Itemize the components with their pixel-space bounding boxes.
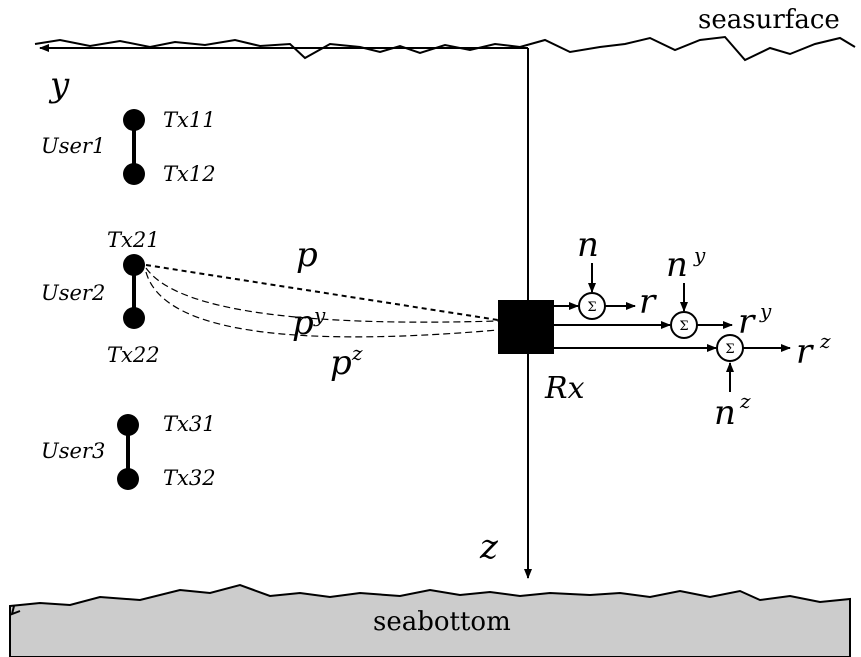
tx21-node	[123, 254, 145, 276]
output-r-label: r	[639, 282, 657, 322]
sea-surface-label: seasurface	[698, 5, 840, 35]
noise-n-label: n	[577, 225, 599, 265]
path-p-z-sup: z	[351, 341, 363, 365]
sea-bottom-area	[9, 583, 851, 657]
y-axis-label: y	[48, 65, 70, 105]
output-ry-label: r	[738, 302, 756, 342]
user3-group: Tx31 Tx32 User3	[41, 412, 216, 490]
tx31-label: Tx31	[163, 412, 216, 436]
path-p-y-sup: y	[313, 303, 326, 327]
summer-1-symbol: Σ	[587, 300, 596, 315]
noise-ny-label: n	[666, 245, 688, 285]
path-p-y-label: p	[292, 303, 314, 343]
receiver-label: Rx	[544, 371, 585, 406]
user1-group: Tx11 Tx12 User1	[41, 108, 216, 186]
tx32-label: Tx32	[163, 466, 216, 490]
tx22-node	[123, 307, 145, 329]
tx11-node	[123, 109, 145, 131]
user2-group: Tx21 Tx22 User2	[41, 228, 160, 367]
tx12-label: Tx12	[163, 162, 216, 186]
path-p-y	[145, 267, 499, 323]
tx32-node	[117, 468, 139, 490]
output-ry-sup: y	[759, 299, 772, 323]
tx12-node	[123, 163, 145, 185]
path-p-label: p	[296, 235, 318, 275]
noise-nz-label: n	[714, 393, 736, 433]
receiver-box	[498, 300, 554, 354]
summer-2-symbol: Σ	[679, 319, 688, 334]
output-rz-label: r	[796, 332, 814, 372]
z-axis-label: z	[479, 527, 499, 567]
tx11-label: Tx11	[163, 108, 216, 132]
output-rz-sup: z	[819, 329, 831, 353]
noise-nz-sup: z	[739, 389, 751, 413]
tx21-label: Tx21	[107, 228, 160, 252]
tx31-node	[117, 414, 139, 436]
summer-3-symbol: Σ	[725, 342, 734, 357]
noise-ny-sup: y	[693, 243, 706, 267]
user2-label: User2	[41, 281, 105, 305]
user1-label: User1	[41, 134, 105, 158]
sea-bottom-hook	[10, 605, 21, 616]
sea-bottom-label: seabottom	[373, 607, 511, 637]
tx22-label: Tx22	[107, 343, 160, 367]
path-p-z	[145, 271, 499, 338]
user3-label: User3	[41, 439, 105, 463]
path-p-z-label: p	[330, 343, 352, 383]
